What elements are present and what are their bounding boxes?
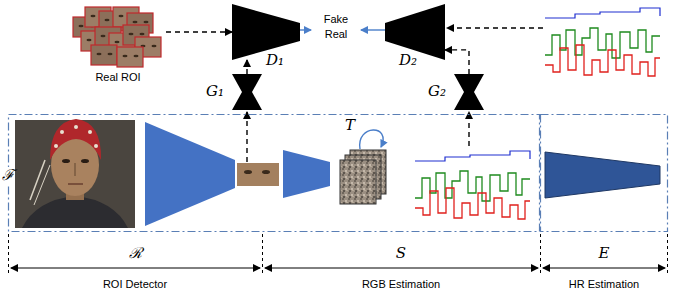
label-holder: HR Estimation bbox=[549, 277, 659, 291]
roi-eye bbox=[134, 55, 139, 58]
hr-estimator bbox=[545, 152, 660, 198]
roi-eye bbox=[129, 33, 134, 36]
roi-eye bbox=[140, 33, 145, 36]
rgb-encoder bbox=[283, 150, 330, 198]
roi-eye bbox=[105, 19, 110, 22]
node-label: D₂ bbox=[399, 52, 417, 69]
generator-shape bbox=[232, 74, 262, 110]
dashed-connector bbox=[166, 31, 232, 32]
generator: G₁ bbox=[232, 74, 262, 110]
dashed-connector bbox=[445, 50, 469, 74]
label-holder: Fake Real bbox=[313, 12, 359, 42]
blue-arrow bbox=[361, 29, 385, 30]
dashed-arrow bbox=[447, 27, 543, 28]
label-holder: S bbox=[391, 245, 411, 262]
dimension-lines bbox=[9, 234, 668, 276]
loop-label: T bbox=[343, 117, 357, 134]
roi-eye bbox=[152, 45, 157, 48]
roi-eye bbox=[91, 15, 96, 18]
roi-eye bbox=[108, 53, 113, 56]
roi-eye bbox=[101, 35, 106, 38]
stage-name: ROI Detector bbox=[80, 277, 190, 291]
dashed-arrow bbox=[468, 112, 469, 146]
discriminator: D₁ bbox=[232, 4, 300, 60]
node-shape bbox=[454, 74, 484, 110]
roi-eye bbox=[115, 41, 120, 44]
dashed-arrow bbox=[246, 112, 247, 162]
signal-plot bbox=[415, 151, 530, 219]
node-shape bbox=[8, 114, 540, 232]
roi-thumbnail bbox=[91, 45, 117, 65]
roi-encoder bbox=[145, 122, 235, 226]
hr-region bbox=[541, 115, 668, 232]
roi-crop bbox=[237, 163, 279, 186]
stage-symbol: S bbox=[391, 245, 411, 262]
node-label: G₁ bbox=[206, 83, 224, 100]
output-label: Fake Real bbox=[313, 12, 359, 42]
dashed-connector bbox=[246, 60, 247, 74]
blue-arrow bbox=[300, 29, 311, 30]
generator-shape bbox=[454, 74, 484, 110]
loop-arrow bbox=[360, 130, 383, 149]
node-label: G₂ bbox=[428, 83, 446, 100]
label-holder: E bbox=[594, 245, 614, 262]
stage-symbol: ℛ bbox=[125, 245, 145, 262]
roi-eye bbox=[123, 55, 128, 58]
node-label: ℱ bbox=[1, 167, 15, 184]
roi-eye bbox=[87, 39, 92, 42]
node-shape bbox=[232, 74, 262, 110]
stage-name: RGB Estimation bbox=[346, 277, 456, 291]
generator: G₂ bbox=[454, 74, 484, 110]
roi-eye bbox=[79, 25, 84, 28]
stage-name: HR Estimation bbox=[549, 277, 659, 291]
label-holder: ROI Detector bbox=[80, 277, 190, 291]
roi-eye bbox=[119, 15, 124, 18]
label-holder: T bbox=[343, 117, 357, 134]
roi-eye bbox=[133, 21, 138, 24]
label-holder: ℛ bbox=[125, 245, 145, 262]
pipeline-region: ℱ bbox=[8, 114, 540, 232]
roi-eye bbox=[144, 21, 149, 24]
signal-plot bbox=[545, 8, 660, 76]
roi-eye bbox=[97, 53, 102, 56]
image-stack: Real ROI bbox=[72, 6, 164, 88]
face-image bbox=[15, 119, 135, 228]
discriminator: D₂ bbox=[385, 4, 445, 60]
frame-stack bbox=[340, 150, 386, 204]
roi-thumbnail bbox=[117, 47, 143, 67]
stage-symbol: E bbox=[594, 245, 614, 262]
label-holder: RGB Estimation bbox=[346, 277, 456, 291]
node-label: Real ROI bbox=[72, 70, 164, 84]
node-label: D₁ bbox=[266, 52, 284, 69]
region-outline bbox=[9, 115, 540, 232]
